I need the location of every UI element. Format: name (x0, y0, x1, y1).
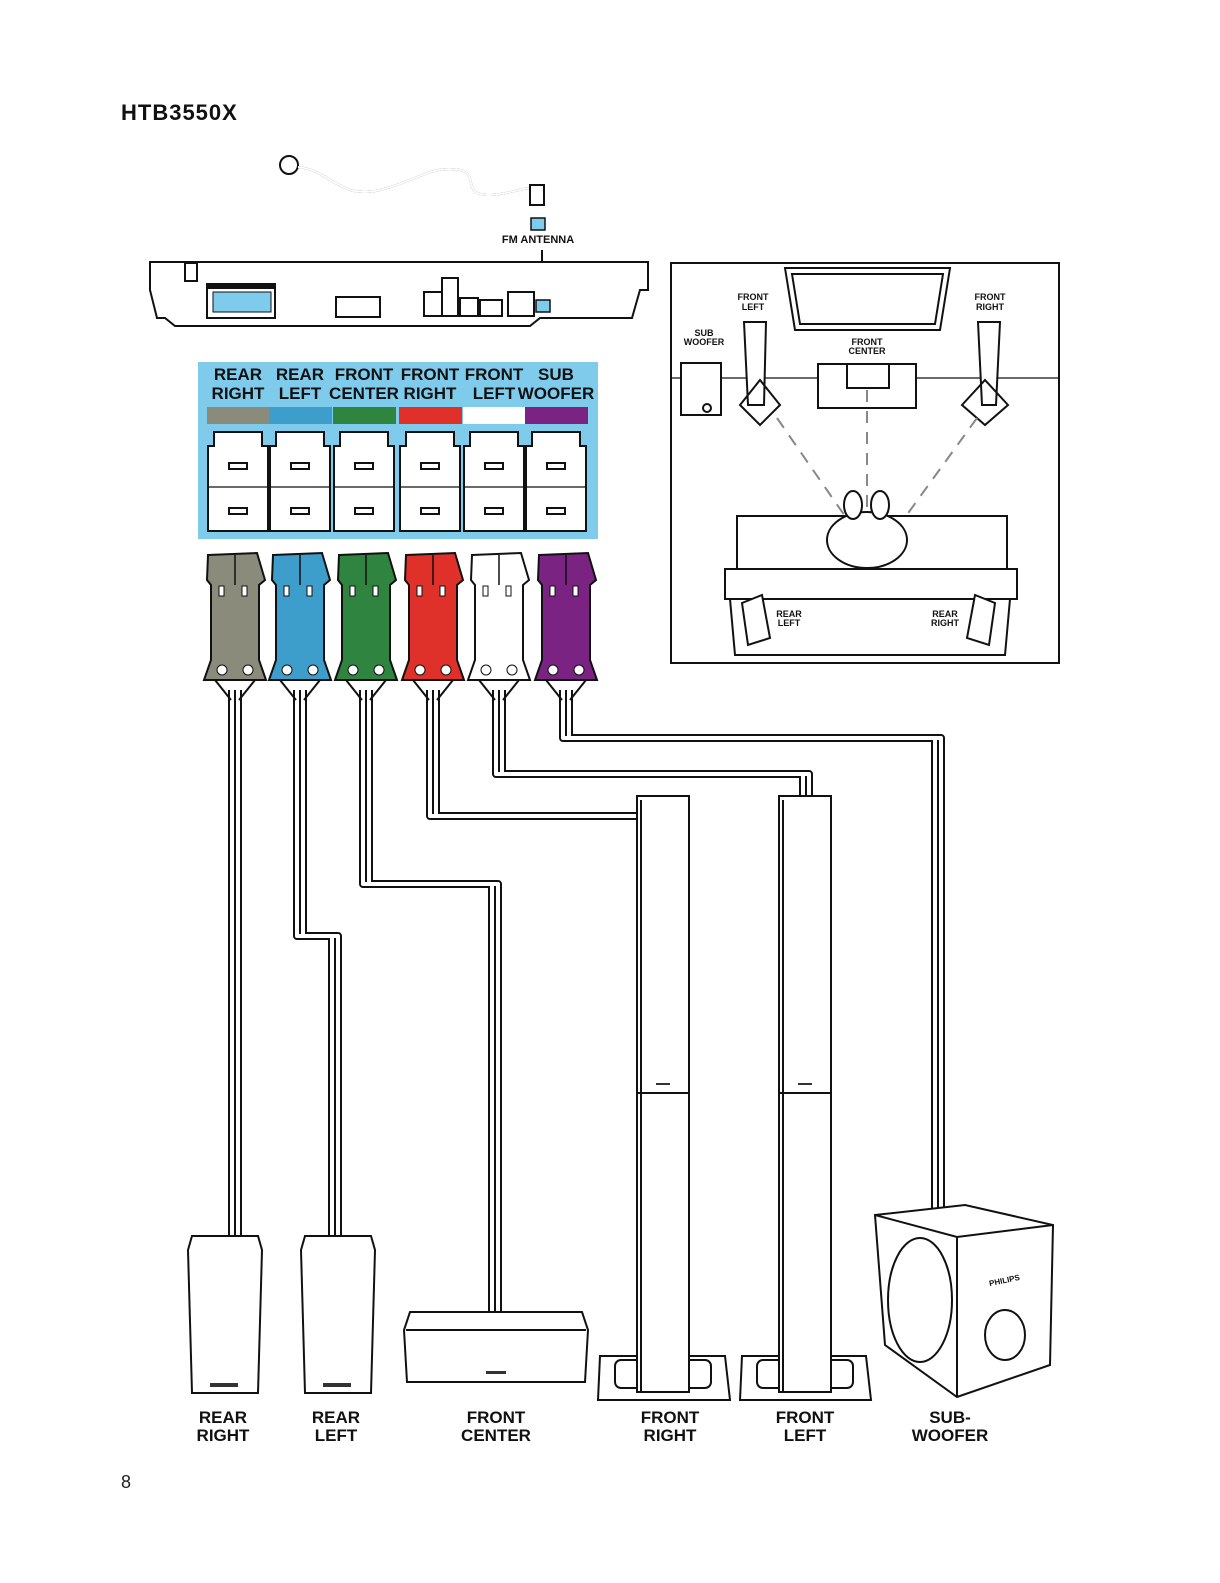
color-code-swatch (399, 407, 462, 424)
socket-label: FRONT (465, 365, 524, 384)
speaker-plug-rear-right[interactable] (202, 551, 268, 701)
speaker-front-center (402, 1311, 590, 1383)
speaker-socket[interactable] (269, 431, 331, 532)
color-code-swatch (333, 407, 396, 424)
speaker-label: REAR (199, 1408, 247, 1427)
socket-label: FRONT (335, 365, 394, 384)
speaker-socket[interactable] (525, 431, 587, 532)
subwoofer-room-icon (680, 362, 722, 416)
room-label-rear-left: LEFT (778, 618, 801, 628)
speaker-plug-front-center[interactable] (333, 551, 399, 701)
color-code-swatch (269, 407, 332, 424)
speaker-label: LEFT (315, 1426, 358, 1445)
socket-label: RIGHT (404, 384, 458, 403)
speaker-plug-rear-left[interactable] (267, 551, 333, 701)
speaker-label: LEFT (784, 1426, 827, 1445)
speaker-socket[interactable] (399, 431, 461, 532)
color-code-swatch (525, 407, 588, 424)
front-left-room-icon (742, 321, 768, 406)
speaker-plug-front-right[interactable] (400, 551, 466, 701)
socket-label: REAR (214, 365, 262, 384)
room-label-front-right: FRONT (975, 292, 1006, 302)
socket-label: WOOFER (518, 384, 595, 403)
speaker-label: FRONT (467, 1408, 526, 1427)
rear-right-room-icon (965, 593, 997, 647)
main-unit-rear-panel (149, 261, 649, 327)
color-code-swatch (207, 407, 270, 424)
room-label-front-center: FRONT (852, 337, 883, 347)
sofa-icon (724, 490, 1018, 656)
speaker-label: FRONT (641, 1408, 700, 1427)
color-code-swatch (463, 407, 526, 424)
fm-antenna: FM ANTENNA (279, 155, 574, 302)
fm-antenna-label: FM ANTENNA (502, 234, 574, 246)
speaker-socket[interactable] (463, 431, 525, 532)
front-right-room-icon (976, 321, 1002, 406)
page-number: 8 (121, 1472, 132, 1492)
speaker-subwoofer: PHILIPS (873, 1203, 1055, 1399)
socket-label: LEFT (279, 384, 322, 403)
speaker-front-left (738, 795, 873, 1401)
page-title: HTB3550X (121, 100, 238, 125)
socket-label: SUB (538, 365, 574, 384)
room-layout-diagram: FRONT LEFT FRONT RIGHT FRONT CENTER SUB … (670, 262, 1060, 664)
speaker-label: WOOFER (912, 1426, 989, 1445)
speaker-label: RIGHT (197, 1426, 251, 1445)
room-label-subwoofer: SUB (694, 328, 714, 338)
speaker-label: FRONT (776, 1408, 835, 1427)
speaker-plug-sub-woofer[interactable] (533, 551, 599, 701)
socket-label: REAR (276, 365, 324, 384)
room-label-front-right: RIGHT (976, 302, 1005, 312)
socket-label: RIGHT (212, 384, 266, 403)
tv-icon (783, 267, 952, 331)
socket-label: LEFT (473, 384, 516, 403)
room-label-front-left: LEFT (742, 302, 765, 312)
room-label-front-center: CENTER (848, 346, 886, 356)
speaker-cables (228, 690, 945, 1312)
speaker-front-right (596, 795, 732, 1401)
rear-left-room-icon (740, 593, 772, 647)
speaker-socket[interactable] (333, 431, 395, 532)
room-label-rear-right: REAR (932, 609, 958, 619)
speaker-socket[interactable] (207, 431, 269, 532)
room-label-front-left: FRONT (738, 292, 769, 302)
room-label-subwoofer: WOOFER (684, 337, 725, 347)
speaker-label: RIGHT (644, 1426, 698, 1445)
speaker-rear-left (299, 1235, 377, 1394)
socket-label: CENTER (329, 384, 399, 403)
speaker-plug-front-left[interactable] (466, 551, 532, 701)
socket-label: FRONT (401, 365, 460, 384)
speaker-label: SUB- (929, 1408, 971, 1427)
room-label-rear-right: RIGHT (931, 618, 960, 628)
room-label-rear-left: REAR (776, 609, 802, 619)
speaker-label: REAR (312, 1408, 360, 1427)
speaker-rear-right (186, 1235, 264, 1394)
speaker-label: CENTER (461, 1426, 531, 1445)
